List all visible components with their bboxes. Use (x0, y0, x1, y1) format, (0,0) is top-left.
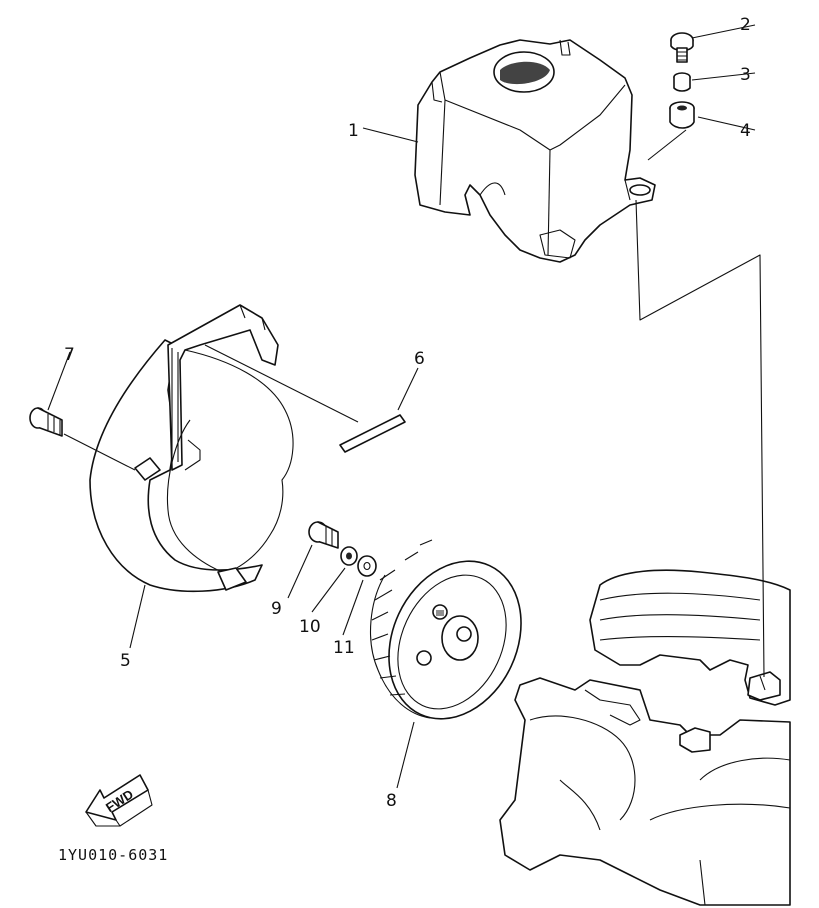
upper-cover-part (414, 39, 656, 263)
washer-10 (340, 546, 358, 566)
bolt-7 (29, 407, 63, 437)
callout-11: 11 (333, 638, 355, 658)
flywheel-part (370, 539, 522, 720)
callout-8: 8 (386, 791, 397, 811)
forward-direction-arrow: FWD (85, 774, 153, 827)
fan-housing-part (89, 304, 294, 593)
callout-5: 5 (120, 651, 131, 671)
grommet-4 (669, 101, 695, 129)
collar-3 (673, 72, 691, 92)
callout-2: 2 (740, 15, 751, 35)
bolt-9 (308, 521, 339, 549)
drawing-code: 1YU010-6031 (58, 846, 168, 864)
callout-6: 6 (414, 349, 425, 369)
callout-3: 3 (740, 65, 751, 85)
leader-lines (47, 24, 765, 789)
pin-6 (339, 414, 406, 453)
callout-10: 10 (299, 617, 321, 637)
callout-4: 4 (740, 121, 751, 141)
engine-block-outline (499, 569, 791, 906)
callout-9: 9 (271, 599, 282, 619)
washer-11 (357, 555, 377, 577)
callout-7: 7 (64, 345, 75, 365)
bolt-2 (670, 32, 694, 63)
callout-1: 1 (348, 121, 359, 141)
